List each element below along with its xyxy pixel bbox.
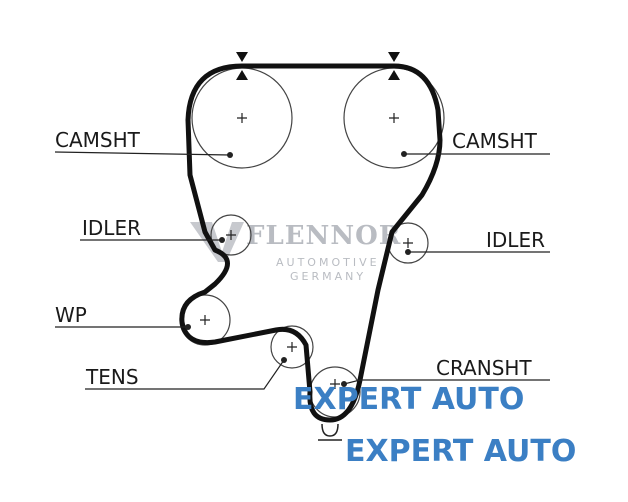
timing-marks	[236, 52, 400, 441]
flennor-logo-icon	[190, 222, 244, 262]
label-idler-right: IDLER	[486, 228, 545, 252]
tensioner-pulley	[270, 325, 314, 369]
watermark-line2: GERMANY	[290, 270, 366, 283]
label-camshaft-right: CAMSHT	[452, 129, 538, 153]
label-idler-left: IDLER	[82, 216, 141, 240]
watermark-brand: FLENNOR	[246, 221, 401, 251]
idler-left-pulley	[210, 214, 252, 256]
label-water-pump: WP	[55, 303, 87, 327]
expert-auto-text-bottom: EXPERT AUTO	[345, 434, 576, 469]
label-tensioner: TENS	[85, 365, 139, 389]
expert-auto-text-top: EXPERT AUTO	[293, 382, 524, 417]
timing-mark-left-icon	[236, 52, 248, 80]
timing-belt	[179, 63, 443, 423]
leader-lines	[54, 151, 550, 390]
label-crankshaft: CRANSHT	[436, 356, 532, 380]
watermark-line1: AUTOMOTIVE	[276, 256, 380, 269]
timing-mark-right-icon	[388, 52, 400, 80]
label-camshaft-left: CAMSHT	[55, 128, 141, 152]
pulley-centers	[200, 113, 413, 389]
crank-mark-icon	[321, 423, 339, 437]
